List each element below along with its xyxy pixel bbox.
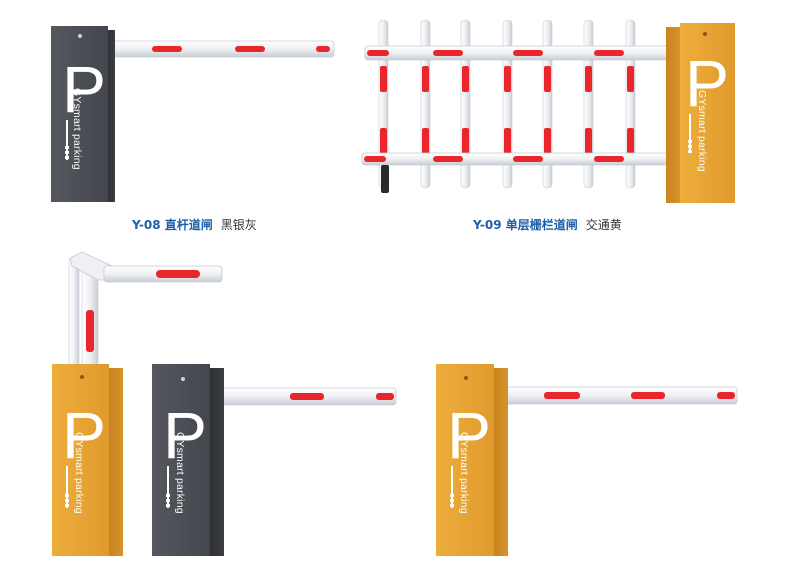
boom-stripe <box>86 310 94 352</box>
sign-dash <box>450 494 454 497</box>
gate-folding-yellow: P GYsmart parking <box>52 251 223 556</box>
brand-label: GYsmart parking <box>458 432 470 514</box>
brand-label: GYsmart parking <box>71 88 83 170</box>
parking-sign-letter: P <box>62 52 106 126</box>
cabinet-body <box>51 26 108 202</box>
sign-dash <box>166 494 170 497</box>
gate-straight-grey-top: P GYsmart parking <box>51 26 335 202</box>
lock-icon <box>464 376 468 380</box>
brand-label: GYsmart parking <box>73 432 85 514</box>
boom-stripe <box>156 270 200 278</box>
boom-stripe <box>235 46 265 52</box>
sign-dash <box>450 504 454 507</box>
gate-straight-yellow: P GYsmart parking <box>436 364 738 556</box>
cabinet-body <box>52 364 109 556</box>
gate-fence-yellow: P GYsmart parking <box>361 19 735 203</box>
boom-stripe <box>152 46 182 52</box>
sign-dash <box>688 145 692 148</box>
caption-y08: Y-08 直杆道闸黑银灰 <box>132 216 257 233</box>
sign-dash <box>65 494 69 497</box>
parking-sign-letter: P <box>447 398 491 472</box>
fence-post-stripes <box>380 66 634 154</box>
sign-dash <box>688 150 692 153</box>
product-model: Y-08 直杆道闸 <box>132 218 213 232</box>
sign-dash <box>65 151 69 154</box>
sign-dash <box>65 504 69 507</box>
boom-stripes <box>367 50 624 56</box>
cabinet-side <box>210 368 224 556</box>
brand-label: GYsmart parking <box>696 90 708 172</box>
product-color: 黑银灰 <box>220 218 257 232</box>
boom-stripe <box>717 392 735 399</box>
parking-sign-letter: P <box>163 398 207 472</box>
lock-icon <box>80 375 84 379</box>
brand-label: GYsmart parking <box>174 432 186 514</box>
lock-icon <box>78 34 82 38</box>
parking-sign-letter: P <box>62 398 106 472</box>
sign-dash <box>166 504 170 507</box>
boom-stripe <box>290 393 324 400</box>
cabinet-side <box>666 27 680 203</box>
parking-sign-letter: P <box>685 46 729 120</box>
boom-stripe <box>544 392 580 399</box>
cabinet-side <box>108 30 115 202</box>
boom-stripe <box>376 393 394 400</box>
sign-dash <box>166 499 170 502</box>
cabinet-side <box>494 368 508 556</box>
product-model: Y-09 单层栅栏道闸 <box>473 218 578 232</box>
sign-dash <box>688 140 692 143</box>
sign-dash <box>450 499 454 502</box>
sign-dash <box>65 499 69 502</box>
sign-dash <box>65 146 69 149</box>
cabinet-body <box>680 23 735 203</box>
boom-stripe <box>631 392 665 399</box>
support-foot <box>381 165 389 193</box>
rail-stripes <box>364 156 624 162</box>
boom-stripe <box>316 46 330 52</box>
lock-icon <box>181 377 185 381</box>
boom-arm <box>503 386 738 405</box>
cabinet-body <box>152 364 210 556</box>
cabinet-side <box>109 368 123 556</box>
sign-dash <box>65 156 69 159</box>
cabinet-body <box>436 364 494 556</box>
gate-straight-grey-bottom: P GYsmart parking <box>152 364 397 556</box>
lock-icon <box>703 32 707 36</box>
product-color: 交通黄 <box>585 218 622 232</box>
boom-arm <box>111 40 335 58</box>
caption-y09: Y-09 单层栅栏道闸交通黄 <box>473 216 622 233</box>
vertical-boom <box>68 257 80 367</box>
